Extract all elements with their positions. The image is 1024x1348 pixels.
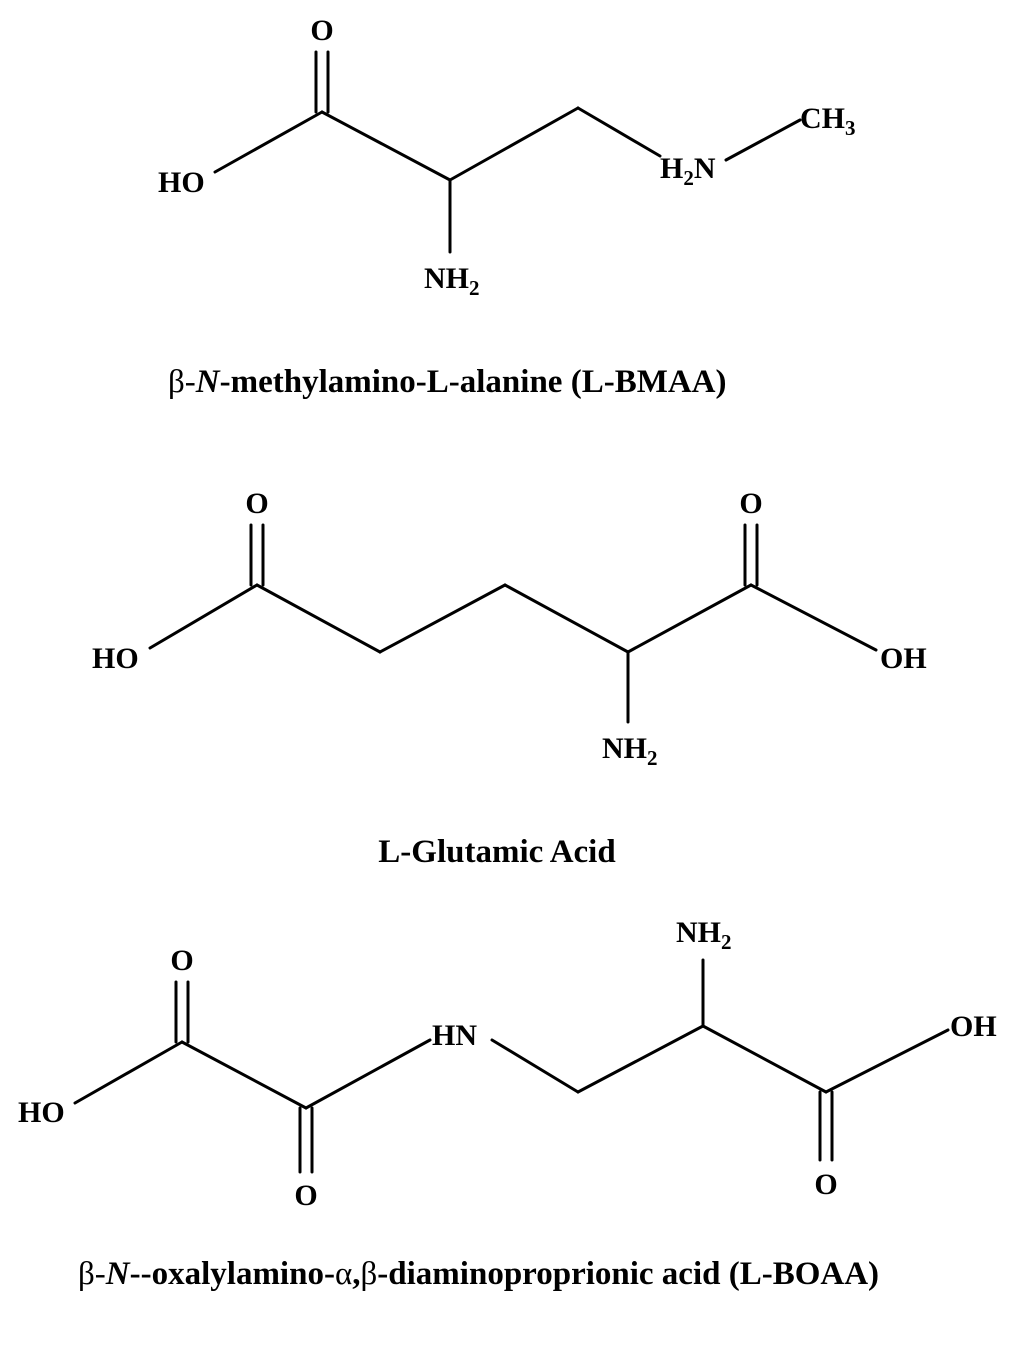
atom-subscript: 2	[647, 746, 658, 770]
atom-hydroxyl: HO	[92, 642, 139, 675]
atom-hydroxyl: OH	[950, 1010, 997, 1043]
caption-l-glutamic-acid: L-Glutamic Acid	[378, 834, 615, 870]
caption-part: -diaminoproprionic acid (L-BOAA)	[377, 1256, 879, 1292]
molecule-l-glutamic-acid: O O HO OH NH2 L-Glutamic Acid	[92, 487, 927, 870]
atom-oxygen: O	[170, 944, 193, 977]
caption-part: N	[105, 1256, 131, 1292]
atom-subscript: 2	[721, 930, 732, 954]
atom-imine: HN	[432, 1019, 477, 1052]
bond	[180, 1040, 308, 1110]
atom-hydroxyl: HO	[158, 166, 205, 199]
atom-oxygen: O	[245, 487, 268, 520]
bond	[576, 106, 662, 158]
atom-oxygen: O	[739, 487, 762, 520]
bond	[304, 1038, 432, 1110]
bond	[749, 583, 878, 652]
caption-part: --oxalylamino-	[130, 1256, 335, 1292]
bond	[503, 583, 630, 654]
bond	[626, 583, 753, 654]
atom-alpha-amine: NH2	[424, 262, 480, 300]
caption-part: ,	[352, 1256, 360, 1292]
caption-l-bmaa: β-N-methylamino-L-alanine (L-BMAA)	[168, 364, 727, 400]
bond	[448, 106, 580, 182]
molecule-l-bmaa: O HO H2N CH3 NH2 β-N-methylamino-L-alani…	[158, 14, 856, 400]
bond	[320, 110, 452, 182]
bond	[490, 1038, 580, 1094]
caption-l-boaa: β-N--oxalylamino-α,β-diaminoproprionic a…	[78, 1256, 879, 1292]
atom-oxygen: O	[310, 14, 333, 47]
bond	[213, 110, 324, 174]
caption-part: β	[361, 1256, 378, 1292]
caption-part: β-	[168, 364, 196, 400]
atom-alpha-amine: NH2	[602, 732, 658, 770]
molecule-l-boaa: O O HO HN NH2 OH O β-N--oxalylamino-α,β-…	[18, 916, 997, 1292]
atom-label: H	[660, 152, 683, 185]
atom-label: CH	[800, 102, 845, 135]
atom-subscript: 2	[469, 276, 480, 300]
bond	[701, 1024, 828, 1094]
atom-amine-nitrogen: H2N	[660, 152, 716, 190]
atom-oxygen: O	[814, 1168, 837, 1201]
bond	[378, 583, 507, 654]
bond	[255, 583, 382, 654]
atom-amine: NH2	[676, 916, 732, 954]
atom-label: N	[694, 152, 716, 185]
atom-methyl: CH3	[800, 102, 856, 140]
caption-part: -methylamino-L-alanine (L-BMAA)	[220, 364, 727, 400]
atom-label: NH	[602, 732, 647, 765]
atom-hydroxyl: OH	[880, 642, 927, 675]
bond	[824, 1028, 950, 1094]
atom-subscript: 3	[845, 116, 856, 140]
atom-label: NH	[676, 916, 721, 949]
bond	[148, 583, 259, 650]
atom-oxygen: O	[294, 1179, 317, 1212]
atom-hydroxyl: HO	[18, 1096, 65, 1129]
bond	[724, 118, 802, 162]
caption-part: N	[195, 364, 221, 400]
caption-part: β-	[78, 1256, 106, 1292]
bond	[73, 1040, 184, 1105]
atom-subscript: 2	[683, 166, 694, 190]
bond	[576, 1024, 705, 1094]
atom-label: NH	[424, 262, 469, 295]
caption-part: α	[335, 1256, 352, 1292]
